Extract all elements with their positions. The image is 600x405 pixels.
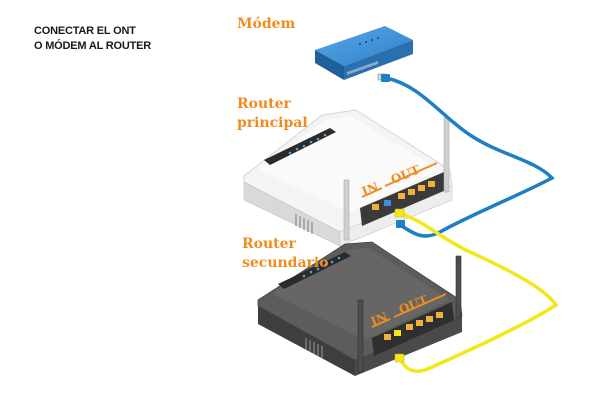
secondary-router-antenna-left (357, 299, 364, 373)
secondary-router-port-in: IN (369, 310, 390, 329)
secondary-router-label: Router secundario (242, 235, 329, 273)
main-router-vents (295, 214, 313, 234)
secondary-router-leds (302, 256, 341, 278)
secondary-router-ports (384, 312, 443, 340)
main-router-ports (372, 181, 435, 210)
cable-main-to-secondary-router (394, 208, 559, 373)
main-router-wan-port (384, 200, 391, 206)
secondary-router-vents (305, 338, 323, 358)
main-router-label-line-1: Router (237, 96, 291, 112)
heading-line-1: CONECTAR EL ONT (34, 25, 136, 37)
main-router-port-in: IN (360, 180, 381, 199)
main-router-antenna-right (443, 117, 450, 193)
main-router-label-line-2: principal (237, 115, 308, 131)
secondary-router-wan-port (394, 330, 401, 336)
secondary-router-device: IN OUT (257, 241, 463, 376)
main-router-leds (288, 133, 327, 155)
main-router-device: IN OUT (243, 109, 453, 247)
secondary-router-label-line-2: secundario (242, 255, 329, 271)
heading-line-2: O MÓDEM AL ROUTER (34, 40, 151, 52)
modem-label: Módem (237, 16, 296, 32)
diagram-heading: CONECTAR EL ONT O MÓDEM AL ROUTER (34, 24, 151, 54)
modem-device (315, 26, 413, 81)
main-router-label: Router principal (237, 95, 308, 133)
secondary-router-antenna-right (455, 255, 462, 319)
main-router-antenna-left (343, 179, 350, 241)
secondary-router-label-line-1: Router (242, 236, 296, 252)
modem-leds (359, 37, 379, 45)
